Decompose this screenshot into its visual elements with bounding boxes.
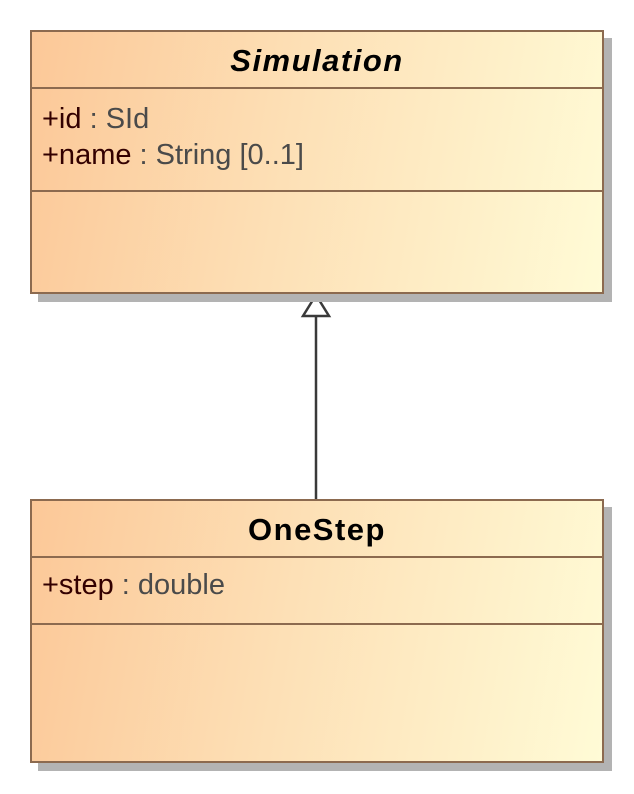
attribute-name: +id [42,103,82,135]
attribute-name-field[interactable]: +name : String [0..1] [42,137,602,173]
attribute-separator: : [131,139,156,171]
class-name: OneStep [32,501,602,558]
class-name: Simulation [32,32,602,89]
attribute-name: +step [42,569,114,601]
attribute-separator: : [81,103,106,135]
attribute-type: String [0..1] [155,139,304,171]
attributes-compartment: +id : SId +name : String [0..1] [32,89,602,192]
attribute-type: double [137,569,226,601]
class-simulation[interactable]: Simulation +id : SId +name : String [0..… [30,30,604,294]
attribute-separator: : [113,569,138,601]
attribute-id[interactable]: +id : SId [42,101,602,137]
attribute-type: SId [105,103,150,135]
attribute-step[interactable]: +step : double [42,567,602,603]
attributes-compartment: +step : double [32,558,602,625]
class-onestep[interactable]: OneStep +step : double [30,499,604,763]
attribute-name: +name [42,139,132,171]
generalization-arrowhead [300,292,332,318]
